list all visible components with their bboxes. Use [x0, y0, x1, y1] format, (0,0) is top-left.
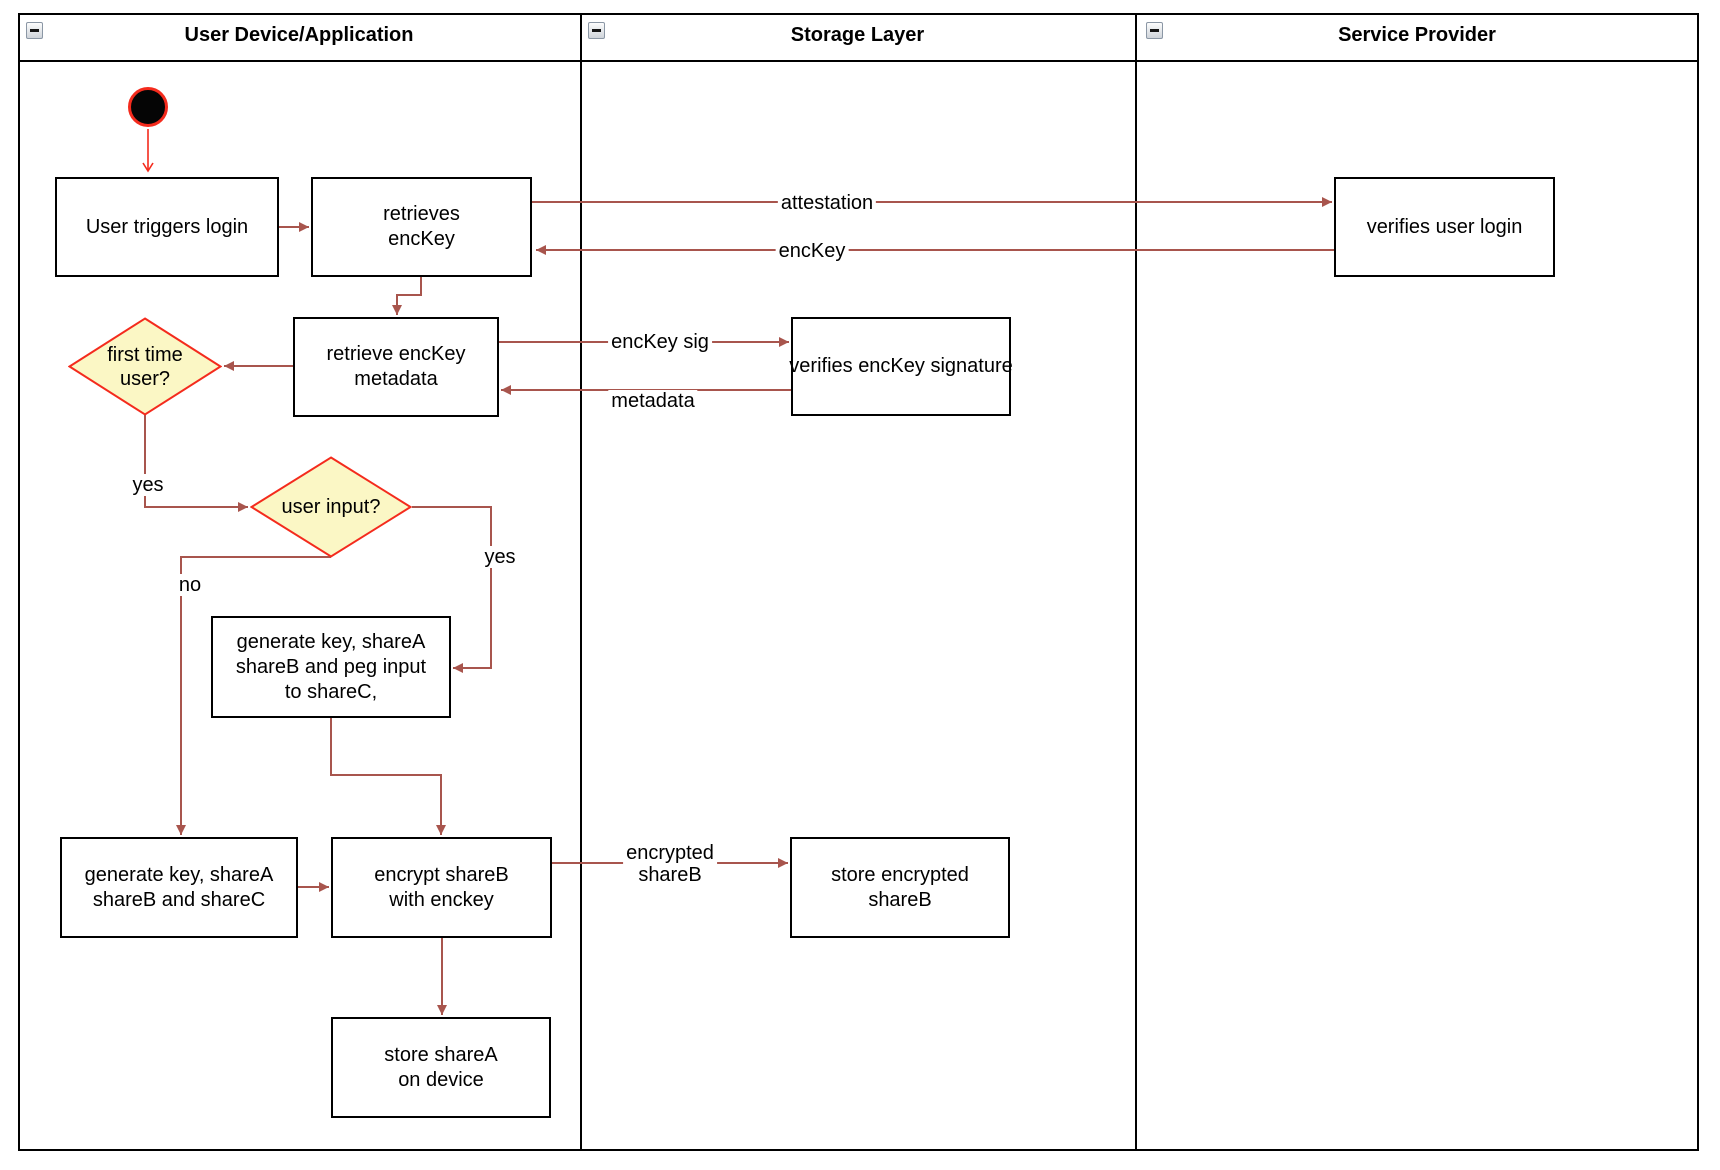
- node-label-line: store encrypted: [831, 863, 969, 886]
- node-label-line: metadata: [354, 368, 438, 390]
- edge-label-no-user-input[interactable]: no: [175, 574, 205, 596]
- decision-label-line: first time: [107, 343, 183, 366]
- edge-label-encrypted-shareb[interactable]: encrypted shareB: [623, 842, 717, 886]
- diamond-shape: [250, 456, 412, 558]
- node-retrieve-enckey-metadata[interactable]: retrieve encKey metadata: [293, 317, 499, 417]
- edge-label-metadata[interactable]: metadata: [608, 390, 698, 412]
- edge-yes-to-user-input[interactable]: [144, 415, 248, 512]
- edge-retrieves-to-metadata[interactable]: [392, 277, 422, 315]
- node-label-line: encrypt shareB: [374, 863, 509, 886]
- node-store-encrypted-shareb[interactable]: store encrypted shareB: [790, 837, 1010, 938]
- edge-no-to-generate-shares[interactable]: [176, 556, 331, 835]
- collapse-lane-button-service-provider[interactable]: [1146, 22, 1163, 39]
- node-label-line: shareB: [868, 888, 932, 911]
- node-label-line: generate key, shareA: [236, 630, 426, 653]
- node-encrypt-shareb[interactable]: encrypt shareB with enckey: [331, 837, 552, 938]
- node-label-line: with enckey: [389, 888, 494, 911]
- minus-icon: [592, 29, 601, 32]
- collapse-lane-button-storage-layer[interactable]: [588, 22, 605, 39]
- node-label-line: generate key, shareA: [84, 863, 274, 886]
- collapse-lane-button-user-device[interactable]: [26, 22, 43, 39]
- node-verifies-user-login[interactable]: verifies user login: [1334, 177, 1555, 277]
- edge-label-enckey-sig[interactable]: encKey sig: [608, 331, 712, 353]
- lane-title-storage-layer: Storage Layer: [790, 24, 925, 46]
- node-label-line: retrieves: [383, 203, 460, 225]
- node-retrieves-enckey[interactable]: retrieves encKey: [311, 177, 532, 277]
- edge-label-yes-user-input[interactable]: yes: [481, 546, 519, 568]
- node-store-sharea-on-device[interactable]: store shareA on device: [331, 1017, 551, 1118]
- edge-label-line: encrypted: [626, 842, 714, 864]
- start-node[interactable]: [128, 87, 168, 127]
- minus-icon: [30, 29, 39, 32]
- swimlane-pool: [18, 13, 1699, 1151]
- lane-title-service-provider: Service Provider: [1338, 24, 1496, 46]
- node-label-line: shareB and shareC: [92, 888, 266, 911]
- edge-yes-to-generate-peg[interactable]: [412, 506, 492, 673]
- minus-icon: [1150, 29, 1159, 32]
- edge-label-attestation[interactable]: attestation: [777, 192, 877, 214]
- decision-label: first time user?: [68, 317, 222, 416]
- node-generate-key-shares[interactable]: generate key, shareA shareB and shareC: [60, 837, 298, 938]
- lane-divider-2: [1135, 15, 1137, 1149]
- node-label-line: on device: [398, 1068, 484, 1091]
- node-label-line: encKey: [388, 228, 455, 250]
- lane-divider-1: [580, 15, 582, 1149]
- diamond-shape: [68, 317, 222, 416]
- node-label: verifies encKey signature: [789, 355, 1013, 377]
- lane-title-user-device: User Device/Application: [184, 24, 414, 46]
- decision-label: user input?: [250, 456, 412, 558]
- node-verifies-enckey-signature[interactable]: verifies encKey signature: [789, 317, 1013, 416]
- edge-label-enckey[interactable]: encKey: [775, 240, 849, 262]
- edge-peg-to-encrypt[interactable]: [330, 718, 446, 835]
- node-user-triggers-login[interactable]: User triggers login: [55, 177, 279, 277]
- node-label-line: retrieve encKey: [326, 343, 466, 365]
- decision-user-input[interactable]: user input?: [250, 456, 412, 558]
- node-label: User triggers login: [85, 215, 249, 238]
- lane-header-underline: [20, 60, 1697, 62]
- decision-label-line: user?: [119, 367, 171, 390]
- edge-label-yes-first-time[interactable]: yes: [129, 474, 167, 496]
- node-generate-key-peg-input[interactable]: generate key, shareA shareB and peg inpu…: [211, 616, 451, 718]
- decision-first-time-user[interactable]: first time user?: [68, 317, 222, 416]
- node-label-line: to shareC,: [284, 680, 378, 703]
- edge-label-line: shareB: [638, 864, 702, 886]
- decision-label-line: user input?: [281, 496, 381, 518]
- node-label-line: store shareA: [384, 1043, 498, 1066]
- node-label: verifies user login: [1366, 215, 1523, 238]
- node-label-line: shareB and peg input: [235, 655, 427, 678]
